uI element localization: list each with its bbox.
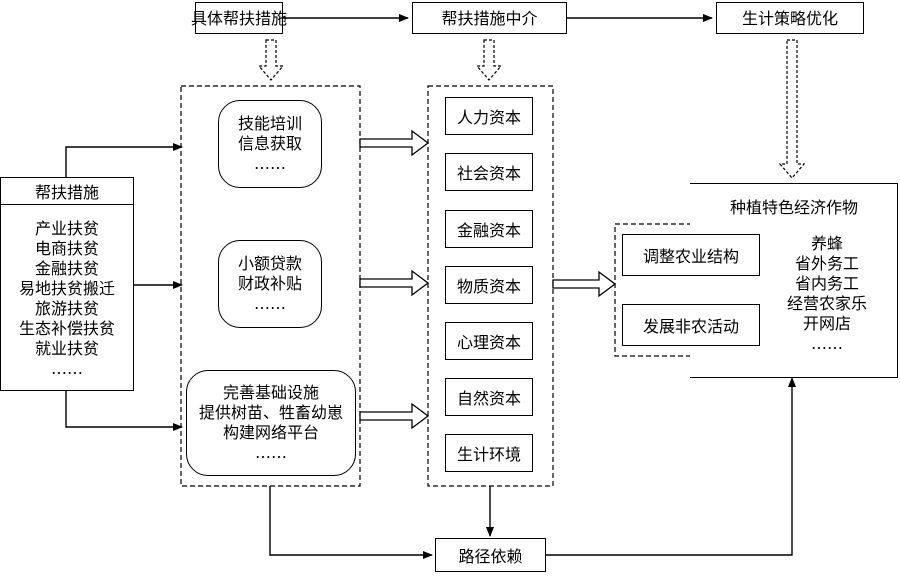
hollow-down-arrow-mediator bbox=[475, 39, 503, 81]
box-measures: 具体帮扶措施 bbox=[191, 2, 287, 34]
hollow-down-arrow-strategy bbox=[778, 39, 806, 179]
capital-label: 物质资本 bbox=[456, 277, 521, 296]
measure-item: …… bbox=[253, 294, 286, 313]
list-item: 旅游扶贫 bbox=[34, 299, 99, 318]
outcome-item: 经营农家乐 bbox=[786, 294, 867, 313]
outcome-item: 省内务工 bbox=[794, 274, 859, 293]
arrow-path-to-outcome bbox=[546, 377, 796, 556]
hollow-right-arrow-1 bbox=[359, 129, 430, 157]
outcome-item: 养蜂 bbox=[810, 234, 843, 253]
capital-label: 生计环境 bbox=[456, 445, 521, 464]
box-develop-nonfarm: 发展非农活动 bbox=[622, 304, 760, 346]
measure-item: …… bbox=[253, 154, 286, 173]
box-strategy: 生计策略优化 bbox=[716, 2, 864, 34]
list-item: 易地扶贫搬迁 bbox=[18, 279, 115, 298]
label-outcome-title: 种植特色经济作物 bbox=[729, 198, 858, 217]
capital-label: 人力资本 bbox=[456, 108, 521, 127]
box-mediator: 帮扶措施中介 bbox=[412, 2, 567, 34]
list-item: 产业扶贫 bbox=[34, 219, 99, 238]
label-adjust-agriculture: 调整农业结构 bbox=[642, 247, 739, 266]
outcome-item: 省外务工 bbox=[794, 254, 859, 273]
list-item: 金融扶贫 bbox=[34, 259, 99, 278]
capital-box: 自然资本 bbox=[445, 378, 533, 416]
measure-group-2: 小额贷款 财政补贴 …… bbox=[218, 240, 322, 328]
hollow-right-arrow-4 bbox=[552, 270, 617, 298]
label-path-dependence: 路径依赖 bbox=[458, 547, 523, 566]
measure-item: 小额贷款 bbox=[237, 254, 302, 273]
measure-item: 提供树苗、牲畜幼崽 bbox=[198, 403, 343, 422]
capital-box: 生计环境 bbox=[445, 434, 533, 472]
hollow-down-arrow-measures bbox=[257, 39, 285, 81]
measure-item: 完善基础设施 bbox=[222, 383, 319, 402]
box-outcome: 种植特色经济作物 养蜂 省外务工 省内务工 经营农家乐 开网店 …… bbox=[690, 183, 898, 378]
capital-label: 自然资本 bbox=[456, 389, 521, 408]
label-measures: 具体帮扶措施 bbox=[191, 8, 288, 28]
capital-label: 金融资本 bbox=[456, 221, 521, 240]
arrow-left-to-group1 bbox=[65, 143, 183, 177]
outcome-item: …… bbox=[811, 334, 843, 353]
arrow-left-to-group3 bbox=[65, 391, 183, 431]
capital-label: 社会资本 bbox=[456, 164, 521, 183]
hollow-right-arrow-2 bbox=[359, 269, 430, 297]
label-develop-nonfarm: 发展非农活动 bbox=[642, 317, 739, 336]
label-strategy: 生计策略优化 bbox=[741, 8, 838, 28]
measure-item: 技能培训 bbox=[237, 114, 302, 133]
measure-item: 财政补贴 bbox=[237, 274, 302, 293]
capital-box: 金融资本 bbox=[445, 210, 533, 248]
capital-box: 物质资本 bbox=[445, 266, 533, 304]
measure-group-3: 完善基础设施 提供树苗、牲畜幼崽 构建网络平台 …… bbox=[186, 370, 356, 476]
list-item: 电商扶贫 bbox=[34, 239, 99, 258]
list-item: 生态补偿扶贫 bbox=[18, 319, 115, 338]
box-support-measures: 帮扶措施 产业扶贫 电商扶贫 金融扶贫 易地扶贫搬迁 旅游扶贫 生态补偿扶贫 就… bbox=[0, 177, 134, 391]
measure-item: …… bbox=[254, 443, 287, 462]
outcome-item: 开网店 bbox=[802, 314, 851, 333]
measure-group-1: 技能培训 信息获取 …… bbox=[218, 100, 322, 188]
capital-box: 心理资本 bbox=[445, 322, 533, 360]
box-adjust-agriculture: 调整农业结构 bbox=[622, 234, 760, 276]
measure-item: 构建网络平台 bbox=[222, 423, 319, 442]
hollow-right-arrow-3 bbox=[359, 402, 430, 430]
label-support-measures-title: 帮扶措施 bbox=[34, 183, 99, 202]
list-item: 就业扶贫 bbox=[34, 339, 99, 358]
measure-item: 信息获取 bbox=[237, 134, 302, 153]
arrow-measures-to-path bbox=[269, 486, 433, 559]
box-path-dependence: 路径依赖 bbox=[435, 538, 546, 572]
label-mediator: 帮扶措施中介 bbox=[441, 8, 538, 28]
capital-box: 社会资本 bbox=[445, 153, 533, 191]
capital-box: 人力资本 bbox=[445, 97, 533, 135]
capital-label: 心理资本 bbox=[456, 333, 521, 352]
list-item: …… bbox=[51, 359, 83, 378]
